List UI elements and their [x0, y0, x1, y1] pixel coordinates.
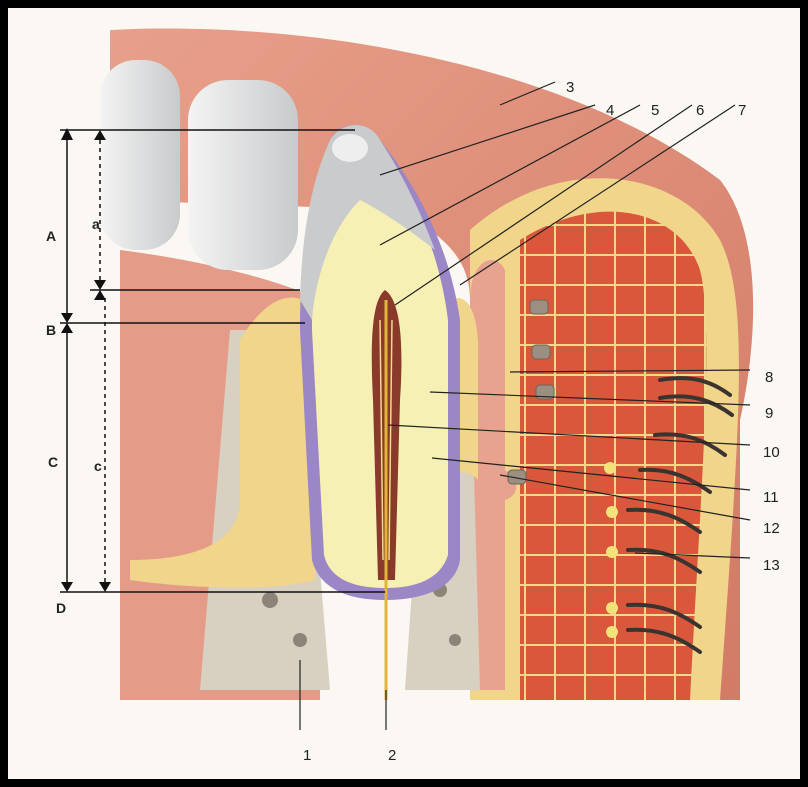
label-6: 6 [696, 103, 704, 119]
adjacent-tooth-1 [100, 60, 180, 250]
label-1: 1 [303, 748, 311, 764]
label-13: 13 [763, 558, 780, 574]
label-8: 8 [765, 370, 773, 386]
label-12: 12 [763, 521, 780, 537]
zone-label-c-lower: c [94, 458, 102, 474]
zone-label-b-upper: B [46, 322, 56, 338]
label-3: 3 [566, 80, 574, 96]
label-11: 11 [763, 490, 779, 506]
label-2: 2 [388, 748, 396, 764]
zone-label-c-upper: C [48, 454, 58, 470]
zone-label-d-upper: D [56, 600, 66, 616]
zone-label-a-lower: a [92, 216, 100, 232]
tooth-cross-section-diagram [8, 8, 800, 779]
label-9: 9 [765, 406, 773, 422]
zone-label-a-upper: A [46, 228, 56, 244]
label-4: 4 [606, 103, 614, 119]
label-7: 7 [738, 103, 746, 119]
incisal-edge [332, 134, 368, 162]
adjacent-tooth-2 [188, 80, 298, 270]
label-10: 10 [763, 445, 780, 461]
label-5: 5 [651, 103, 659, 119]
